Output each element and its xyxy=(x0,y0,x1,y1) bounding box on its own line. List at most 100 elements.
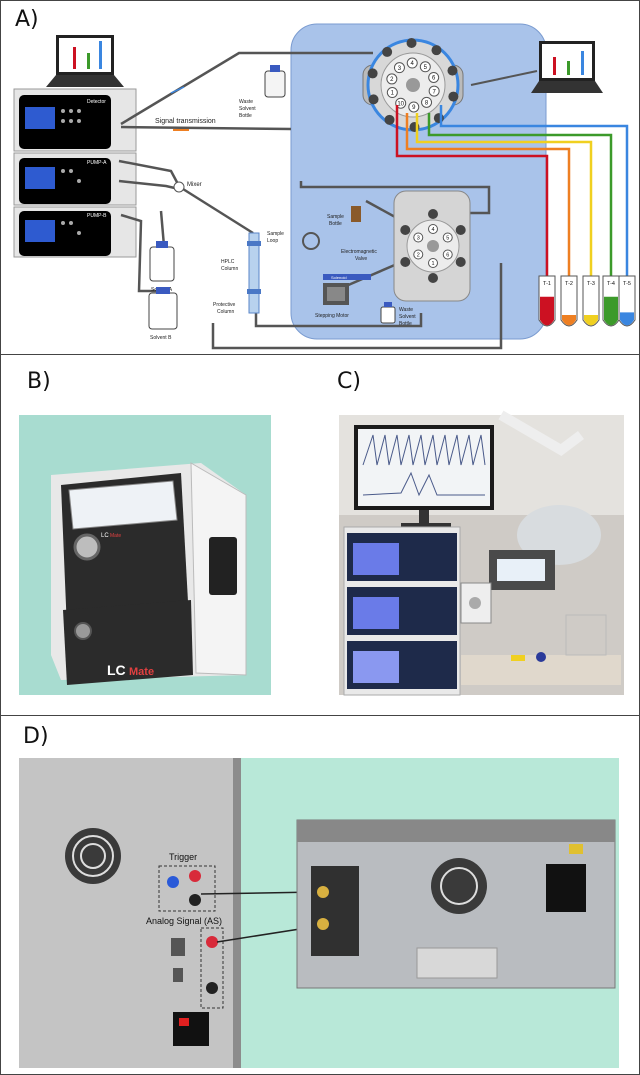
panel-bc-photos: LC Mate LC Mate xyxy=(19,410,624,696)
analog-signal-label: Analog Signal (AS) xyxy=(146,916,222,926)
trigger-label: Trigger xyxy=(169,852,197,862)
valve-bottom-port-label: 1 xyxy=(431,261,434,267)
valve-bottom-port-label: 5 xyxy=(446,236,449,242)
valve-top-port-label: 10 xyxy=(397,101,404,107)
fraction-lines xyxy=(395,105,629,276)
valve-top-fitting xyxy=(433,113,444,124)
valve-top-port-7 xyxy=(428,85,440,97)
rear-panel-right xyxy=(296,819,616,989)
valve-top-port-1 xyxy=(386,87,398,99)
valve-bottom-fitting xyxy=(400,257,411,267)
valve-bottom-port-label: 2 xyxy=(417,253,420,259)
em-valve-label-2: Valve xyxy=(355,256,367,262)
sample-loop-label-2: Loop xyxy=(267,238,278,244)
stepping-motor-label: Stepping Motor xyxy=(315,313,349,319)
panel-c-label: C) xyxy=(337,369,361,394)
valve-top-port-label: 8 xyxy=(425,101,429,107)
valve-bottom-fitting xyxy=(455,225,466,235)
tube-liquid xyxy=(604,296,618,326)
sample-bottle xyxy=(351,206,361,222)
valve-top-fitting xyxy=(382,46,393,57)
tube-liquid xyxy=(620,312,634,326)
valve-top-port-label: 6 xyxy=(432,76,436,82)
panel-a: A) Detector xyxy=(0,0,640,355)
tube-liquid xyxy=(562,315,576,326)
tube-liquid xyxy=(584,315,598,326)
valve-bottom-port-2 xyxy=(413,249,424,260)
hplc-column: HPLC Column Protective Column xyxy=(213,232,261,315)
waste-top-label-3: Bottle xyxy=(239,113,252,119)
valve-top-fitting xyxy=(447,65,458,76)
valve-bottom-port-5 xyxy=(442,232,453,243)
valve-bottom-port-label: 3 xyxy=(417,236,420,242)
mixer-label: Mixer xyxy=(187,182,202,188)
signal-line-right xyxy=(470,70,538,86)
valve-bottom-fitting xyxy=(428,209,438,219)
stepping-motor: Stepping Motor xyxy=(315,283,349,319)
panel-d-photos: Trigger Analog Signal (AS) xyxy=(19,758,619,1068)
tube-label: T-1 xyxy=(543,281,551,287)
valve-top-port-9 xyxy=(408,101,420,113)
valve-top-port-3 xyxy=(393,62,405,74)
protective-column-label-2: Column xyxy=(217,309,234,315)
valve-bottom-port-4 xyxy=(428,224,438,234)
waste-top-label-2: Solvent xyxy=(239,106,256,112)
waste-bottom-label-1: Waste xyxy=(399,307,413,313)
collection-tubes: T-1 T-2 T-3 T-4 T-5 xyxy=(538,275,636,327)
valve-top-port-4 xyxy=(406,57,418,69)
valve-bottom-port-label: 6 xyxy=(446,253,449,259)
device-brand-lc: LC xyxy=(107,662,126,678)
valve-bottom-fitting xyxy=(428,273,438,283)
valve-bottom-port-1 xyxy=(428,258,438,268)
laptop-right xyxy=(531,41,603,93)
laptop-left xyxy=(46,35,124,87)
valve-top-port-label: 5 xyxy=(424,65,428,71)
panel-b-label: B) xyxy=(27,369,51,394)
valve-top-fitting xyxy=(384,114,395,125)
valve-bottom-port-6 xyxy=(442,249,453,260)
valve-top-port-label: 1 xyxy=(391,91,395,97)
collection-tube xyxy=(582,275,600,327)
protective-column-label-1: Protective xyxy=(213,302,235,308)
pump-a-unit: PUMP-A xyxy=(13,152,137,206)
device-brand-mate: Mate xyxy=(129,666,154,678)
panel-a-label: A) xyxy=(15,7,39,32)
pump-b-label: PUMP-B xyxy=(87,213,107,219)
sample-bottle-label-1: Sample xyxy=(327,214,344,220)
tube-label: T-5 xyxy=(623,281,631,287)
valve-top-port-8 xyxy=(421,96,433,108)
pump-a-label: PUMP-A xyxy=(87,160,107,166)
detector-label: Detector xyxy=(87,99,106,105)
valve-bottom-fitting xyxy=(400,225,411,235)
valve-top-port-label: 7 xyxy=(432,89,436,95)
tube-label: T-4 xyxy=(607,281,615,287)
valve-top-fitting xyxy=(431,45,442,56)
em-valve-label-1: Electromagnetic xyxy=(341,249,377,255)
hplc-column-label-2: Column xyxy=(221,266,238,272)
valve-top-port-2 xyxy=(386,73,398,85)
valve-top-fitting xyxy=(448,91,459,102)
panel-bc: B) C) LC Mate LC Mate xyxy=(0,354,640,716)
valve-bottom-port-3 xyxy=(413,232,424,243)
pump-b-unit: PUMP-B xyxy=(13,206,137,258)
sample-loop-coil xyxy=(302,232,320,250)
collection-tube xyxy=(560,275,578,327)
mixer-symbol xyxy=(173,181,185,193)
solenoid-syringe: Solenoid xyxy=(323,274,371,280)
lab-setup xyxy=(339,410,624,696)
valve-top-fitting xyxy=(367,68,378,79)
sample-bottle-label-2: Bottle xyxy=(329,221,342,227)
signal-transmission-label: Signal transmission xyxy=(155,118,216,125)
waste-bottle-top: Waste Solvent Bottle xyxy=(239,65,286,119)
flow-arrow-top xyxy=(170,86,185,94)
solvent-a-bottle: Solvent A xyxy=(149,241,175,293)
panel-a-diagram: Detector PUMP-A PUMP-B xyxy=(13,23,636,350)
device-brand-small-mate: Mate xyxy=(110,533,121,539)
tube-label: T-2 xyxy=(565,281,573,287)
tube-label: T-3 xyxy=(587,281,595,287)
valve-bottom-fitting xyxy=(455,257,466,267)
panel-d-label: D) xyxy=(23,724,49,749)
